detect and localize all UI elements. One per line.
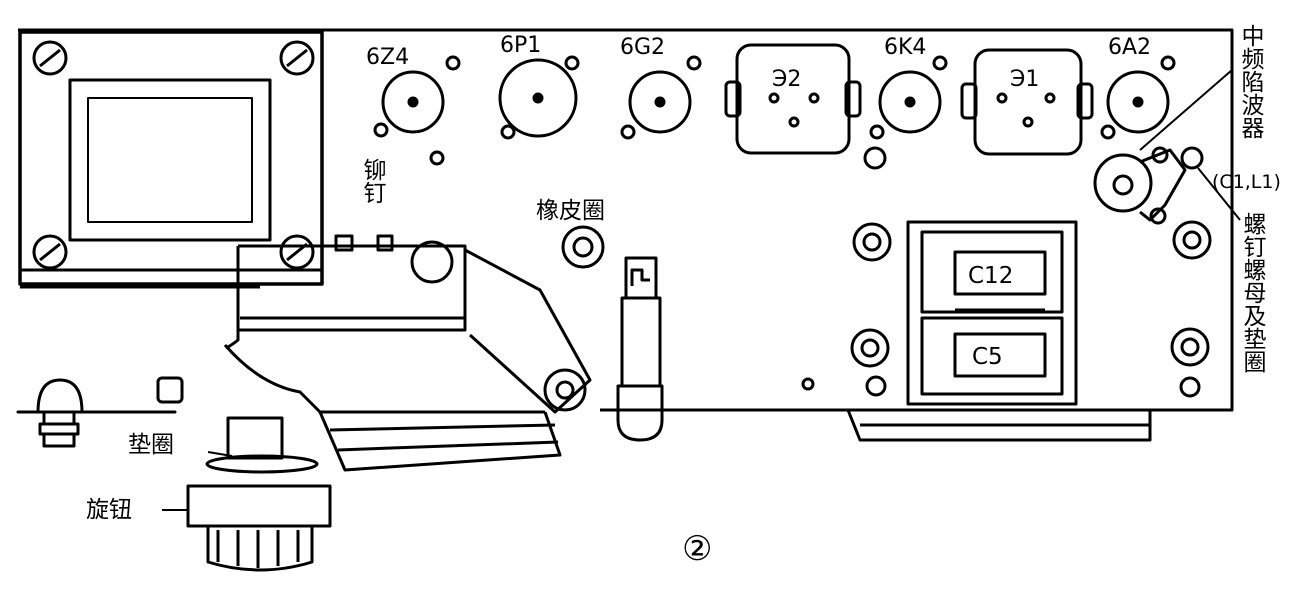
volume-control-bracket — [223, 234, 592, 472]
label-e1: Э1 — [1010, 67, 1039, 92]
if-transformer-e1 — [960, 48, 1094, 156]
tube-socket-6k4 — [863, 55, 948, 170]
tube-socket-6z4 — [373, 55, 461, 166]
foot-stud — [36, 376, 184, 448]
label-6a2: 6A2 — [1108, 35, 1151, 60]
tube-socket-6a2 — [1100, 55, 1176, 140]
figure-number: ② — [682, 529, 712, 569]
knob-assembly — [162, 416, 332, 572]
label-rivet: 铆钉 — [359, 158, 387, 204]
label-6p1: 6P1 — [500, 33, 541, 58]
if-transformer-e2 — [724, 43, 862, 155]
label-6k4: 6K4 — [884, 35, 926, 60]
tube-socket-6g2 — [620, 55, 702, 140]
if-trap-component — [1093, 69, 1241, 225]
label-if-trap: 中频陷波器 — [1237, 24, 1265, 139]
label-if-trap-sub: (C1,L1) — [1212, 171, 1281, 193]
label-rubber-ring: 橡皮圈 — [536, 198, 605, 224]
rubber-grommet — [561, 225, 605, 269]
label-c5: C5 — [972, 344, 1003, 370]
chassis-outline — [16, 28, 1234, 414]
pilot-lamp — [616, 256, 664, 442]
label-washer: 垫圈 — [128, 432, 174, 458]
label-6g2: 6G2 — [620, 35, 665, 60]
power-transformer — [18, 30, 324, 289]
label-c12: C12 — [968, 263, 1013, 289]
mounting-screws — [801, 220, 1212, 398]
label-screw-nut: 螺钉螺母及垫圈 — [1239, 212, 1267, 373]
tuning-capacitor — [846, 220, 1152, 442]
label-knob: 旋钮 — [86, 497, 132, 523]
label-e2: Э2 — [772, 67, 801, 92]
label-6z4: 6Z4 — [366, 45, 409, 70]
tube-socket-6p1 — [498, 55, 580, 140]
